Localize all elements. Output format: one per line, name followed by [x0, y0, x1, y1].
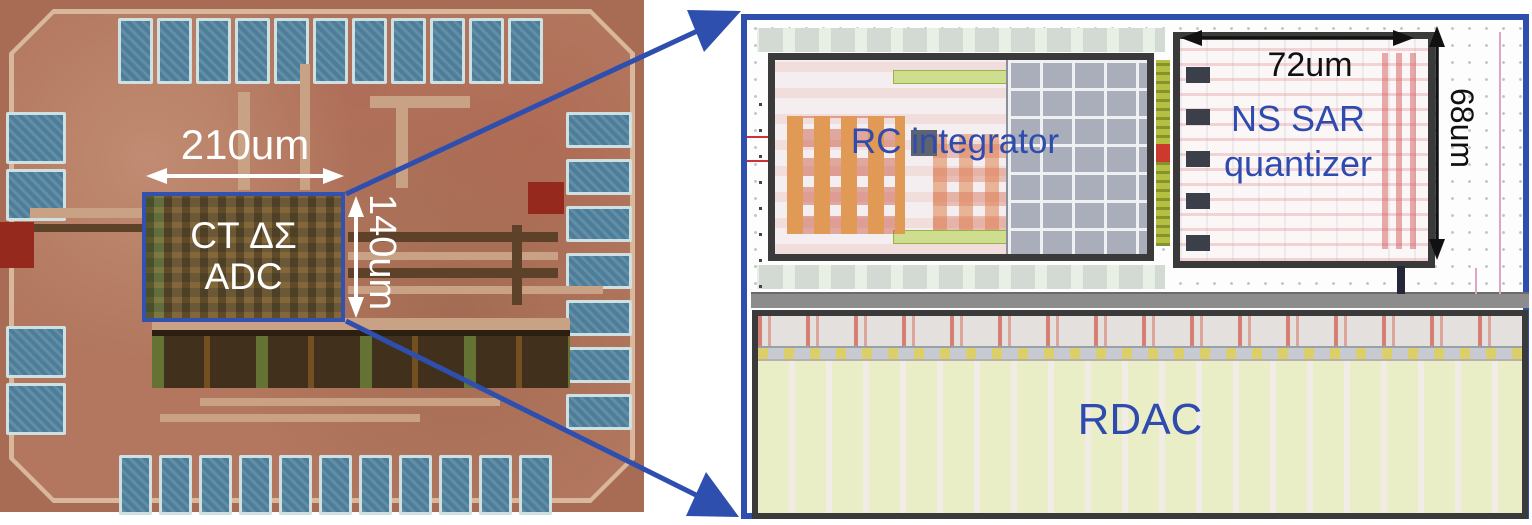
metal-trace	[348, 268, 558, 278]
bond-pad	[196, 18, 231, 84]
bond-pad	[399, 455, 432, 515]
rdac-routing-row	[758, 348, 1522, 361]
metal-trace	[300, 64, 310, 190]
adc-core-outline	[142, 192, 345, 322]
bond-pad	[199, 455, 232, 515]
metal-trace	[30, 224, 142, 232]
die-height-dimension-label: 140um	[360, 194, 403, 311]
metal-trace	[160, 414, 420, 422]
bond-pad	[6, 383, 66, 435]
bond-pad	[239, 455, 272, 515]
quantizer-height-dimension-label: 68um	[1444, 88, 1480, 169]
bond-pad	[566, 394, 632, 430]
metal-trace	[200, 398, 500, 406]
rc-integrator-label: RC integrator	[850, 122, 1060, 161]
bond-pad	[6, 326, 66, 378]
rdac-resistor-array	[758, 361, 1522, 513]
bond-pad	[430, 18, 465, 84]
bond-pad	[566, 112, 632, 148]
quantizer-cap-column	[1186, 49, 1210, 251]
bond-pad	[274, 18, 309, 84]
rc-resistor-cells	[787, 116, 905, 234]
metal-trace	[30, 208, 142, 218]
bond-pad	[279, 455, 312, 515]
layout-ruler-ticks	[759, 90, 762, 470]
quantizer-width-dimension-label: 72um	[1267, 46, 1353, 84]
bond-pad	[566, 206, 632, 242]
die-red-block	[0, 222, 34, 268]
rdac-switch-row	[758, 316, 1522, 348]
bond-pad	[391, 18, 426, 84]
rdac-block	[752, 310, 1528, 519]
layout-zoom-panel	[741, 14, 1529, 519]
bond-pad	[479, 455, 512, 515]
routing-channel-bar	[751, 292, 1529, 308]
decap-row	[757, 265, 1165, 289]
bond-pad	[157, 18, 192, 84]
ns-sar-label-line1: NS SAR	[1230, 98, 1366, 139]
quantizer-wiring	[1382, 53, 1420, 249]
bond-pad	[235, 18, 270, 84]
layout-pink-net	[1475, 268, 1477, 294]
rc-capacitor-array	[1005, 60, 1147, 254]
bond-pad	[566, 347, 632, 383]
ns-sar-quantizer-block	[1173, 32, 1435, 268]
bond-pad	[469, 18, 504, 84]
metal-trace	[348, 252, 558, 260]
metal-trace	[238, 92, 250, 190]
rc-integrator-block	[768, 53, 1154, 261]
metal-trace	[512, 225, 522, 305]
bond-pad	[118, 18, 153, 84]
bond-pad	[566, 300, 632, 336]
bond-pad	[439, 455, 472, 515]
metal-trace	[396, 108, 408, 188]
bond-pad	[519, 455, 552, 515]
bond-pad	[566, 253, 632, 289]
metal-trace	[348, 232, 558, 242]
rdac-label: RDAC	[1077, 395, 1203, 444]
metal-trace	[348, 286, 603, 294]
inter-block-via-cluster	[1156, 144, 1170, 162]
decap-row	[757, 28, 1165, 52]
bond-pad	[159, 455, 192, 515]
die-red-block	[528, 182, 564, 214]
bond-pad	[352, 18, 387, 84]
bond-pad	[508, 18, 543, 84]
bond-pad	[119, 455, 152, 515]
ns-sar-label-line2: quantizer	[1223, 143, 1373, 184]
layout-red-guide	[747, 136, 773, 138]
bond-pad	[566, 159, 632, 195]
ns-sar-quantizer-label: NS SAR quantizer	[1185, 96, 1411, 186]
layout-red-guide	[747, 160, 773, 162]
adc-core-label-line2: ADC	[204, 256, 283, 297]
metal-trace	[370, 96, 470, 108]
quantizer-rdac-connector	[1397, 266, 1405, 294]
layout-pink-net	[1499, 32, 1501, 294]
bond-pad	[319, 455, 352, 515]
bond-pad	[359, 455, 392, 515]
rc-amplifier-cell	[911, 130, 937, 156]
bond-pad	[313, 18, 348, 84]
adc-core-label: CT ΔΣ ADC	[146, 196, 341, 318]
die-width-dimension-label: 210um	[180, 121, 310, 168]
die-rdac-region	[152, 330, 570, 388]
bond-pad	[6, 112, 66, 164]
adc-core-label-line1: CT ΔΣ	[190, 215, 297, 257]
